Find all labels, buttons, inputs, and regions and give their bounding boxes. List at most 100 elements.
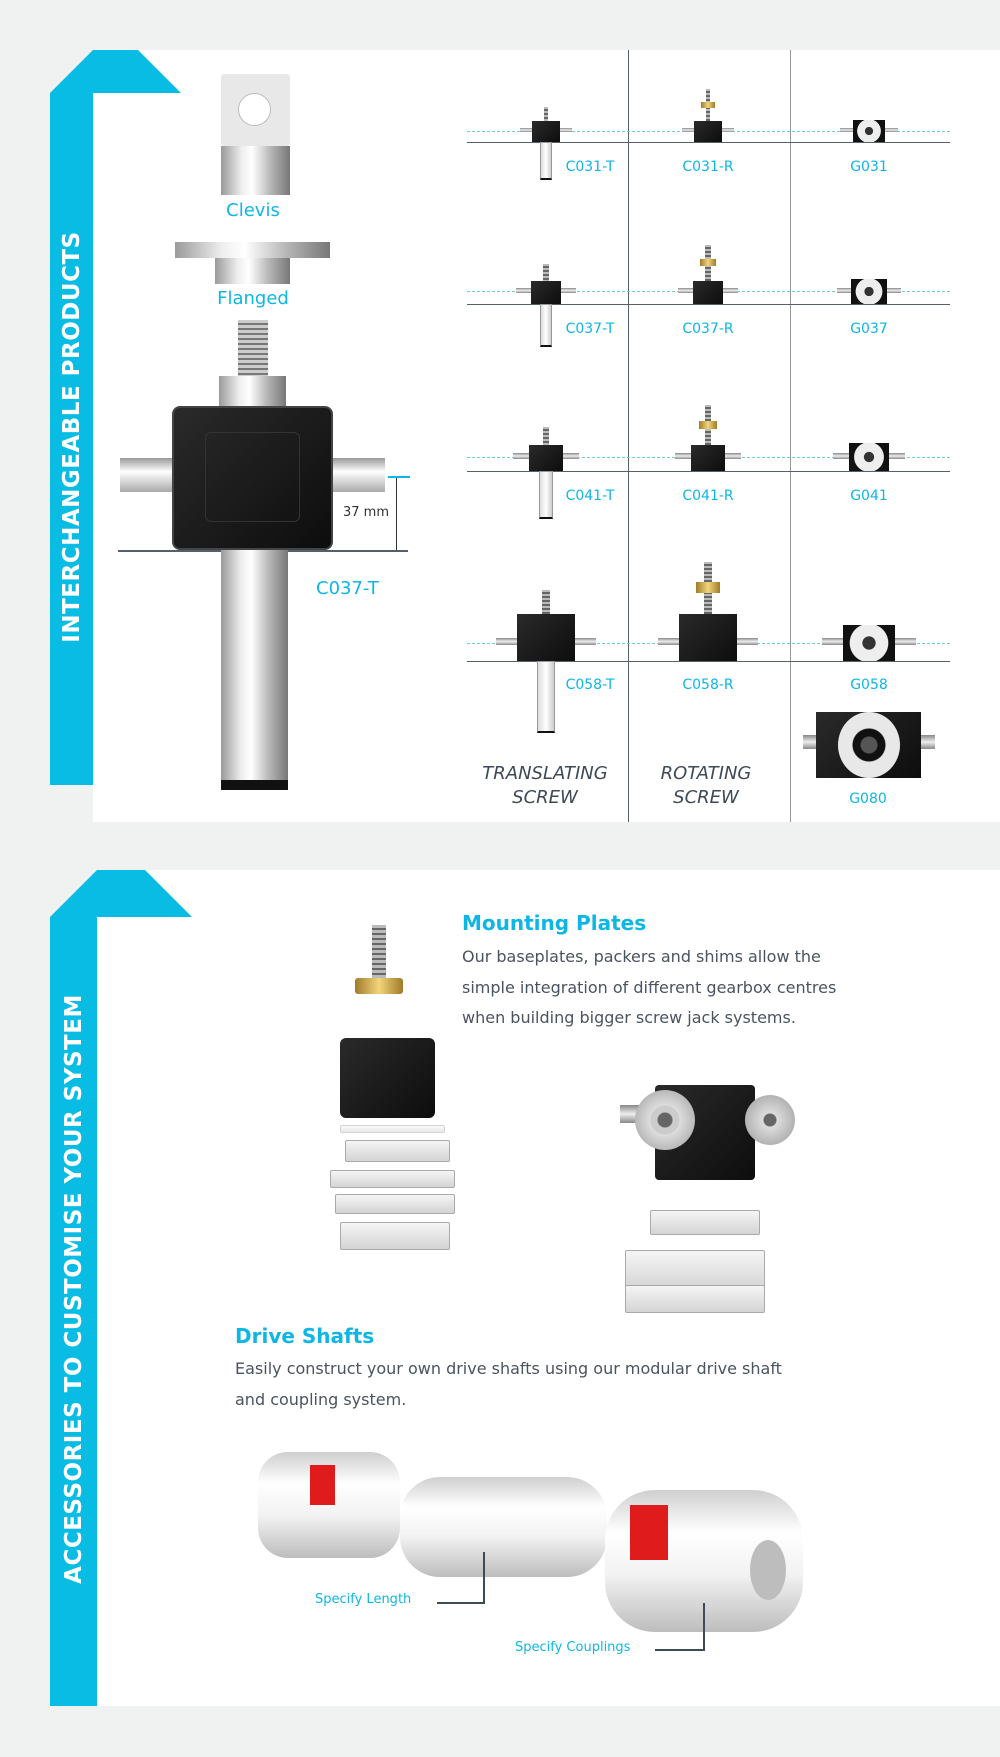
column-title-line: TRANSLATING bbox=[482, 763, 608, 784]
screw bbox=[543, 264, 549, 281]
spider-insert bbox=[310, 1465, 335, 1505]
bronze-nut bbox=[699, 259, 717, 267]
section-title: INTERCHANGEABLE PRODUCTS bbox=[59, 231, 85, 643]
text-line: and coupling system. bbox=[235, 1389, 407, 1409]
gearbox bbox=[849, 443, 889, 471]
column-title-line: SCREW bbox=[512, 787, 578, 808]
jack-gearbox bbox=[340, 1038, 435, 1118]
specify-length-label: Specify Length bbox=[315, 1592, 412, 1607]
drive-shafts-text: Easily construct your own drive shafts u… bbox=[235, 1354, 782, 1415]
gearbox bbox=[692, 280, 724, 304]
translating-tube bbox=[540, 142, 552, 181]
translating-tube bbox=[221, 550, 288, 782]
gearbox bbox=[843, 624, 895, 661]
logo-icon bbox=[205, 432, 300, 522]
mount-line bbox=[467, 661, 950, 662]
column-divider bbox=[790, 50, 791, 822]
gearbox bbox=[851, 278, 887, 304]
dimension-label: 37 mm bbox=[343, 505, 390, 520]
g080-flange bbox=[838, 712, 900, 778]
column-title-line: ROTATING bbox=[660, 763, 752, 784]
packer bbox=[650, 1210, 760, 1235]
product-label: G031 bbox=[850, 159, 888, 175]
column-divider bbox=[628, 50, 629, 822]
bronze-nut bbox=[700, 102, 716, 109]
screw bbox=[543, 106, 549, 122]
tube-end bbox=[221, 780, 288, 790]
dimension-tick bbox=[388, 476, 410, 478]
panel-top bbox=[145, 870, 1000, 917]
drive-shafts-title: Drive Shafts bbox=[235, 1324, 375, 1348]
product-label: G037 bbox=[850, 321, 888, 337]
gearbox bbox=[679, 613, 737, 661]
text-line: simple integration of different gearbox … bbox=[462, 977, 837, 997]
main-product-label: C037-T bbox=[316, 578, 379, 599]
mount-line bbox=[467, 304, 950, 305]
product-label: C031-T bbox=[565, 159, 615, 175]
flanged-image bbox=[175, 242, 330, 258]
packer bbox=[345, 1140, 450, 1162]
gearbox-flange bbox=[745, 1095, 795, 1145]
specify-couplings-label: Specify Couplings bbox=[515, 1640, 631, 1655]
shim bbox=[340, 1125, 445, 1133]
product-label: G058 bbox=[850, 677, 888, 693]
bronze-nut bbox=[699, 421, 717, 429]
text-line: Our baseplates, packers and shims allow … bbox=[462, 947, 821, 966]
clevis-hole bbox=[238, 93, 271, 126]
dimension-arrow bbox=[396, 476, 397, 550]
gearbox-flange bbox=[635, 1090, 695, 1150]
coupling-bore bbox=[750, 1540, 786, 1600]
mounting-plates-title: Mounting Plates bbox=[462, 911, 647, 935]
mount-line bbox=[467, 142, 950, 143]
flanged-body bbox=[215, 258, 290, 284]
column-title-translating: TRANSLATING SCREW bbox=[482, 762, 607, 810]
right-shaft bbox=[330, 458, 385, 492]
jack-gearbox bbox=[172, 406, 333, 550]
accessories-panel bbox=[97, 917, 1000, 1706]
translating-tube bbox=[539, 471, 553, 519]
length-callout-line bbox=[437, 1552, 485, 1604]
product-label: C058-R bbox=[682, 677, 734, 693]
gearbox bbox=[694, 121, 722, 142]
spider-insert bbox=[630, 1505, 668, 1560]
gearbox bbox=[529, 445, 563, 471]
translating-tube bbox=[536, 661, 556, 733]
mounting-jack-image bbox=[372, 925, 386, 985]
gearbox bbox=[532, 121, 560, 142]
screw-thread bbox=[238, 320, 268, 378]
flanged-label: Flanged bbox=[217, 288, 289, 309]
text-line: Easily construct your own drive shafts u… bbox=[235, 1359, 782, 1378]
gearbox bbox=[691, 445, 725, 471]
column-title-rotating: ROTATING SCREW bbox=[661, 762, 752, 810]
gearbox bbox=[853, 119, 885, 142]
product-label: C031-R bbox=[682, 159, 734, 175]
plate bbox=[625, 1250, 765, 1290]
jack-collar bbox=[219, 376, 286, 408]
screw bbox=[542, 590, 550, 614]
clevis-label: Clevis bbox=[226, 200, 280, 221]
baseplate bbox=[340, 1222, 450, 1250]
gearbox bbox=[530, 280, 562, 304]
product-label: C037-T bbox=[565, 321, 615, 337]
translating-tube bbox=[539, 304, 553, 348]
plate bbox=[335, 1194, 455, 1214]
gearbox bbox=[517, 613, 575, 661]
column-title-line: SCREW bbox=[673, 787, 739, 808]
bronze-nut bbox=[355, 978, 403, 994]
clevis-body bbox=[221, 146, 290, 195]
product-label: C058-T bbox=[565, 677, 615, 693]
text-line: when building bigger screw jack systems. bbox=[462, 1008, 796, 1027]
mounting-plates-text: Our baseplates, packers and shims allow … bbox=[462, 942, 836, 1034]
product-label: C037-R bbox=[682, 321, 734, 337]
product-label: C041-T bbox=[565, 488, 615, 504]
plate bbox=[330, 1170, 455, 1188]
product-label: G041 bbox=[850, 488, 888, 504]
section-title: ACCESSORIES TO CUSTOMISE YOUR SYSTEM bbox=[61, 994, 87, 1584]
drive-shaft-tube bbox=[400, 1477, 607, 1577]
left-shaft bbox=[120, 458, 175, 492]
couplings-callout-line bbox=[655, 1603, 705, 1651]
mount-line bbox=[467, 471, 950, 472]
product-label-g080: G080 bbox=[849, 791, 887, 807]
baseplate bbox=[625, 1285, 765, 1313]
product-label: C041-R bbox=[682, 488, 734, 504]
